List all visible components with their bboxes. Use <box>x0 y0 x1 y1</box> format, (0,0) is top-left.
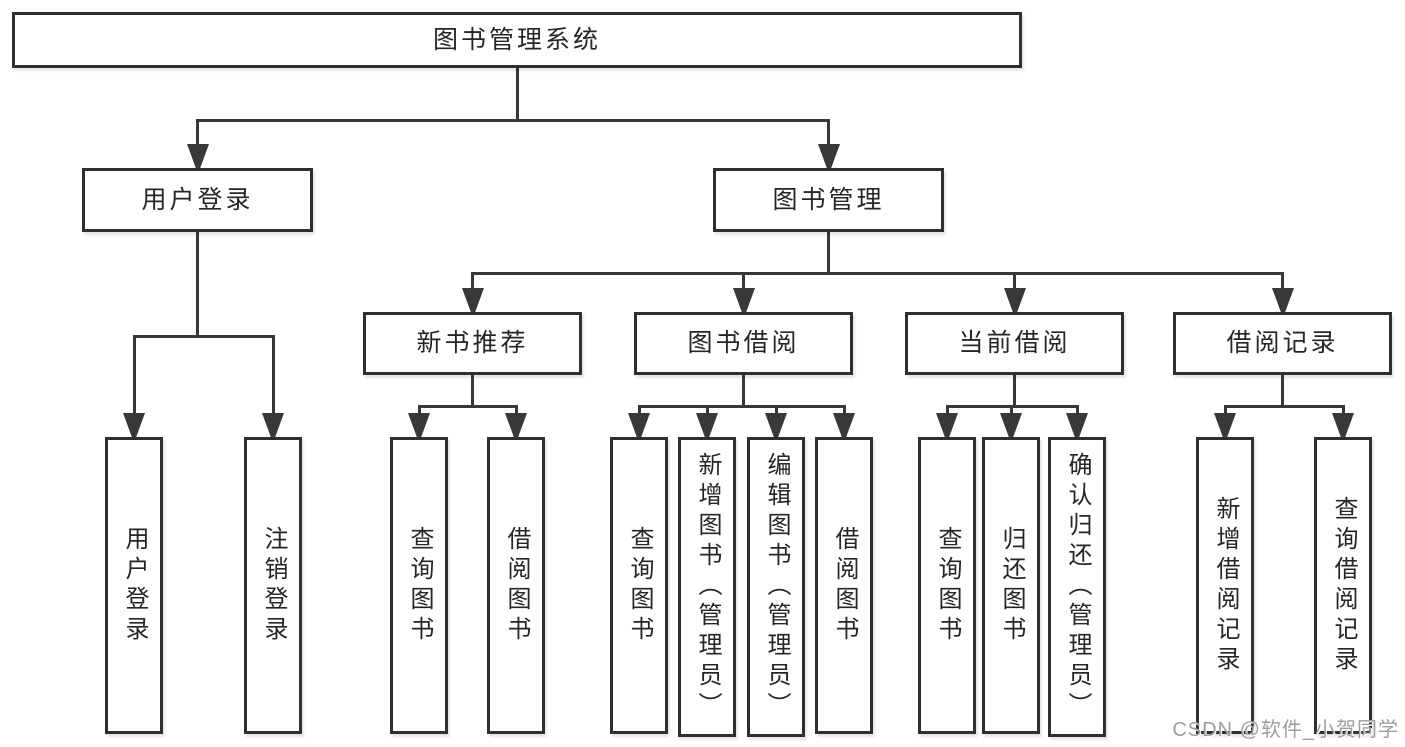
arrow-down-icon <box>1066 413 1088 443</box>
node-label-b-borrow: 借阅图书 <box>831 525 858 646</box>
node-borrowing: 图书借阅 <box>634 312 853 375</box>
node-label-c-confirm: 确认归还（管理员） <box>1064 452 1091 722</box>
node-logout: 注销登录 <box>244 437 302 734</box>
arrow-down-icon <box>505 413 527 443</box>
arrow-down-icon <box>696 413 718 443</box>
arrow-down-icon <box>123 413 145 443</box>
connector-line <box>271 335 275 413</box>
arrow-down-icon <box>817 144 840 174</box>
node-b-query: 查询图书 <box>610 437 668 734</box>
node-c-confirm: 确认归还（管理员） <box>1048 437 1106 737</box>
connector-line <box>1281 373 1284 407</box>
arrow-down-icon <box>936 413 958 443</box>
connector-line <box>842 405 846 413</box>
node-label-nb-query: 查询图书 <box>406 525 433 646</box>
connector-line <box>1223 405 1227 413</box>
arrow-down-icon <box>262 413 284 443</box>
connector-line <box>417 405 518 408</box>
arrow-down-icon <box>1003 288 1026 318</box>
node-r-query: 查询借阅记录 <box>1314 437 1372 734</box>
node-label-logout: 注销登录 <box>260 525 287 646</box>
node-r-add: 新增借阅记录 <box>1196 437 1254 734</box>
node-label-c-return: 归还图书 <box>998 525 1025 646</box>
node-label-user-login: 用户登录 <box>141 185 254 214</box>
node-b-add: 新增图书（管理员） <box>678 437 736 737</box>
connector-line <box>637 405 641 413</box>
connector-line <box>1075 405 1079 413</box>
node-label-records: 借阅记录 <box>1226 329 1339 357</box>
connector-line <box>1341 405 1345 413</box>
connector-line <box>471 272 474 288</box>
node-current: 当前借阅 <box>905 312 1124 375</box>
arrow-down-icon <box>765 413 787 443</box>
arrow-down-icon <box>1271 288 1294 318</box>
connector-line <box>1223 405 1345 408</box>
connector-line <box>196 119 199 144</box>
node-book-mgmt: 图书管理 <box>713 168 944 232</box>
connector-line <box>705 405 709 413</box>
arrow-down-icon <box>408 413 430 443</box>
connector-line <box>1009 405 1013 413</box>
node-root: 图书管理系统 <box>12 12 1022 68</box>
connector-line <box>196 230 199 337</box>
node-label-b-add: 新增图书（管理员） <box>694 452 721 722</box>
arrow-down-icon <box>1214 413 1236 443</box>
arrow-down-icon <box>732 288 755 318</box>
node-label-root: 图书管理系统 <box>432 25 601 54</box>
connector-line <box>1281 272 1284 288</box>
node-label-b-edit: 编辑图书（管理员） <box>763 452 790 722</box>
node-b-borrow: 借阅图书 <box>815 437 873 734</box>
node-nb-query: 查询图书 <box>390 437 448 734</box>
node-label-c-query: 查询图书 <box>934 525 961 646</box>
node-b-edit: 编辑图书（管理员） <box>747 437 805 737</box>
connector-line <box>827 119 830 144</box>
connector-line <box>471 373 474 407</box>
connector-line <box>774 405 778 413</box>
connector-line <box>417 405 421 413</box>
node-label-login: 用户登录 <box>121 525 148 646</box>
connector-line <box>742 373 745 407</box>
arrow-down-icon <box>628 413 650 443</box>
arrow-down-icon <box>461 288 484 318</box>
arrow-down-icon <box>1000 413 1022 443</box>
node-label-r-query: 查询借阅记录 <box>1330 495 1357 676</box>
connector-line <box>945 405 949 413</box>
node-user-login: 用户登录 <box>82 168 313 232</box>
connector-line <box>1013 272 1016 288</box>
node-label-r-add: 新增借阅记录 <box>1212 495 1239 676</box>
connector-line <box>196 119 830 122</box>
connector-line <box>471 272 1284 275</box>
node-nb-borrow: 借阅图书 <box>487 437 545 734</box>
node-label-borrowing: 图书借阅 <box>687 329 800 357</box>
connector-line <box>514 405 518 413</box>
watermark: CSDN @软件_小贺同学 <box>1172 719 1399 741</box>
connector-line <box>132 335 136 413</box>
node-new-books: 新书推荐 <box>363 312 582 375</box>
node-label-current: 当前借阅 <box>958 329 1071 357</box>
arrow-down-icon <box>833 413 855 443</box>
node-c-query: 查询图书 <box>918 437 976 734</box>
node-label-nb-borrow: 借阅图书 <box>503 525 530 646</box>
arrow-down-icon <box>186 144 209 174</box>
connector-line <box>1013 373 1016 407</box>
connector-line <box>742 272 745 288</box>
connector-line <box>827 230 830 274</box>
connector-line <box>132 335 275 338</box>
connector-line <box>515 66 519 121</box>
node-label-b-query: 查询图书 <box>626 525 653 646</box>
node-c-return: 归还图书 <box>982 437 1040 734</box>
connector-line <box>637 405 846 408</box>
node-label-book-mgmt: 图书管理 <box>772 185 885 214</box>
node-records: 借阅记录 <box>1173 312 1392 375</box>
node-label-new-books: 新书推荐 <box>416 329 529 357</box>
arrow-down-icon <box>1332 413 1354 443</box>
node-login: 用户登录 <box>105 437 163 734</box>
